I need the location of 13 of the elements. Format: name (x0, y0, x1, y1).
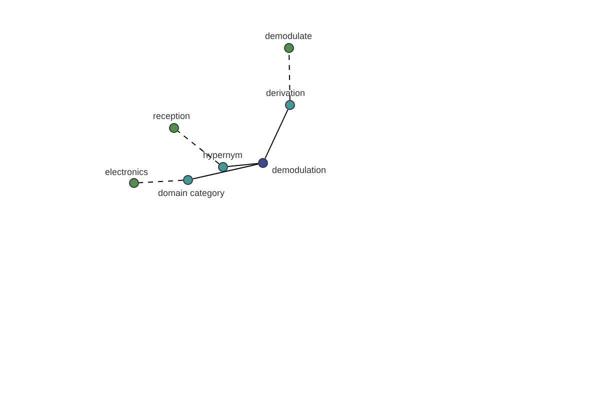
node-label: hypernym (203, 150, 243, 160)
dashed-connector (138, 180, 184, 184)
connector (192, 164, 259, 180)
node-label: electronics (105, 167, 148, 177)
node-label: derivation (266, 88, 306, 98)
node-label: domain category (158, 188, 225, 198)
connector (264, 109, 288, 159)
connector (227, 163, 259, 167)
dashed-connector (288, 52, 290, 100)
node-label: demodulate (265, 31, 312, 41)
node-label: demodulation (272, 165, 326, 175)
dashed-connector (177, 130, 220, 164)
node-label: reception (153, 111, 190, 121)
